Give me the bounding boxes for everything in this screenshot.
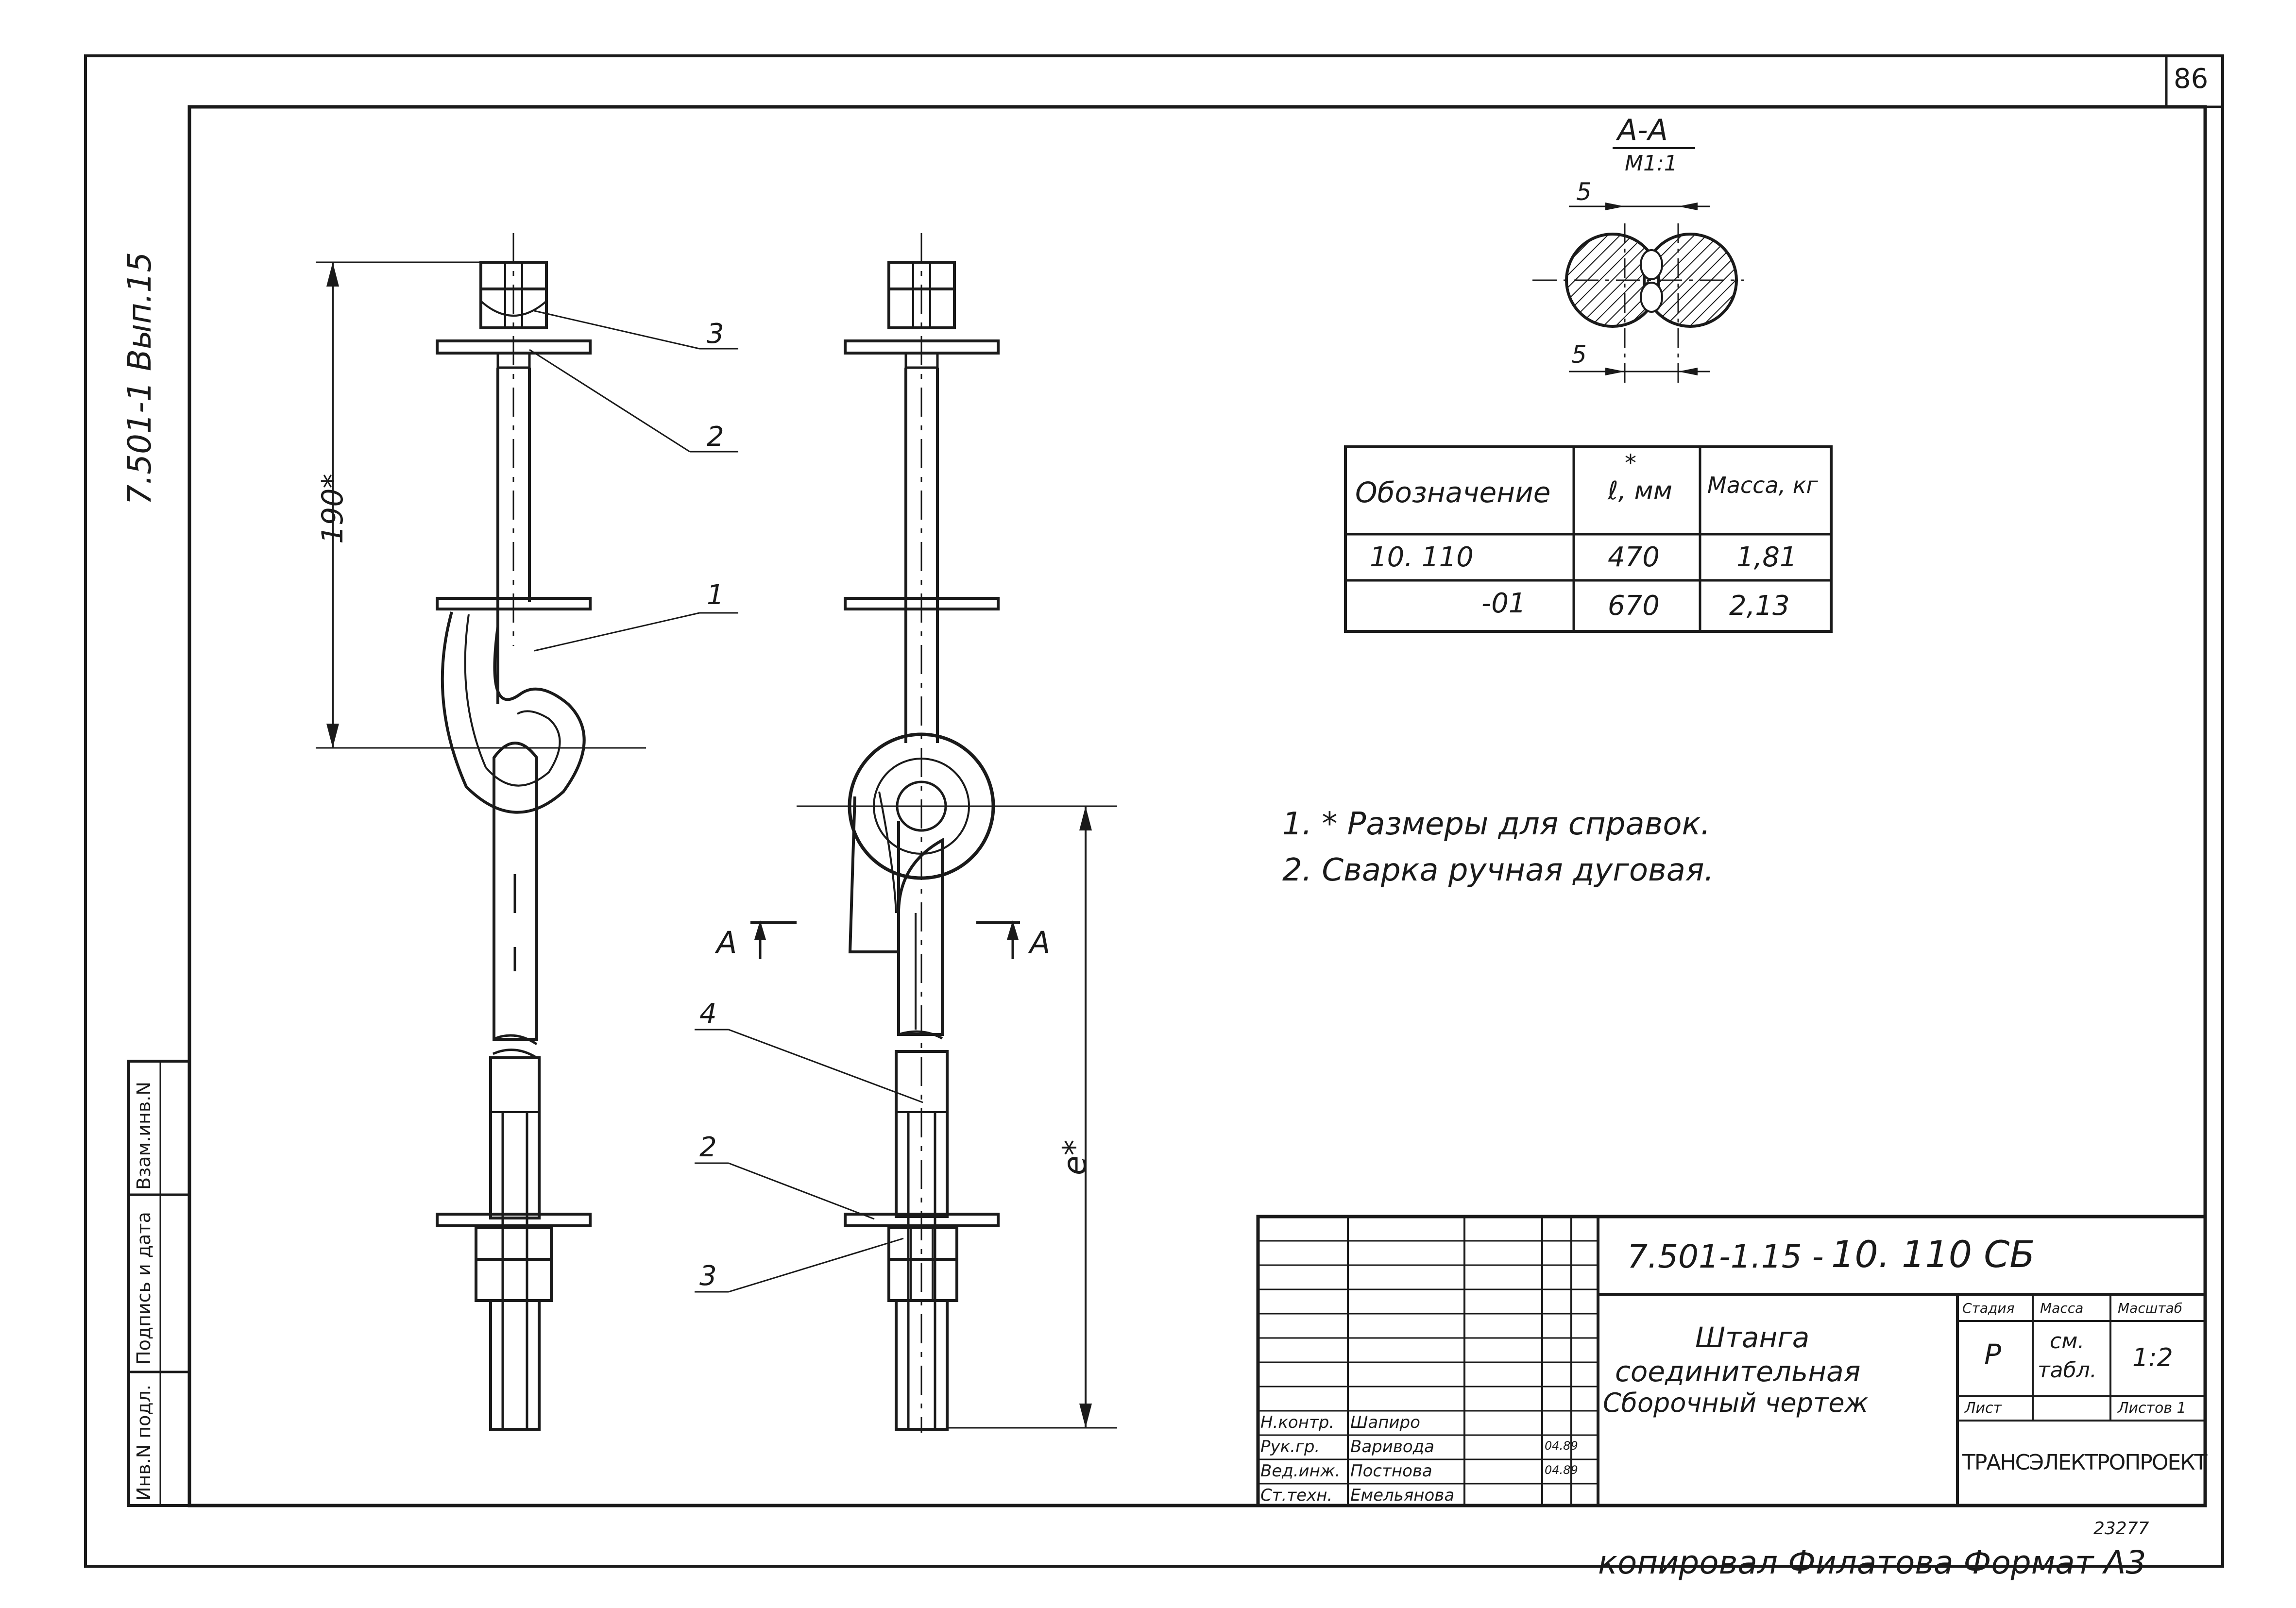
- sheet-label: Лист: [1965, 1400, 2002, 1417]
- section-mark-right: A: [1030, 925, 1051, 960]
- document-code: 7.501-1.15 -: [1627, 1238, 1824, 1275]
- role-group-lead: Рук.гр.: [1260, 1437, 1320, 1456]
- name-group-lead: Варивода: [1350, 1437, 1435, 1456]
- title-block-grid: [1256, 1215, 2207, 1507]
- section-title: A-A: [1617, 113, 1668, 147]
- series-label: 7.501-1 Вып.15: [121, 252, 158, 505]
- callout-4: 4: [699, 998, 717, 1030]
- table-header-mass: Масса, кг: [1707, 472, 1818, 498]
- dimension-190-label: 190*: [316, 474, 350, 544]
- side-stamp-replacement-no: Взам.инв.N: [133, 1082, 154, 1190]
- mass-value-line1: см.: [2050, 1329, 2085, 1354]
- table-header-designation: Обозначение: [1355, 476, 1551, 509]
- side-stamp-signature-date: Подпись и дата: [133, 1212, 154, 1365]
- right-leaders: [695, 1029, 923, 1293]
- section-scale: M1:1: [1625, 151, 1678, 176]
- product-name-line2: соединительная: [1615, 1355, 1861, 1388]
- role-norm-control: Н.контр.: [1260, 1413, 1335, 1432]
- role-lead-engineer: Вед.инж.: [1260, 1461, 1341, 1481]
- section-cut-marks: [750, 920, 1020, 959]
- date-group-lead: 04.89: [1545, 1439, 1578, 1453]
- page-number: 86: [2174, 63, 2209, 95]
- right-view: [844, 233, 1000, 1433]
- table-cell-length-1: 470: [1608, 542, 1660, 573]
- stage-label: Стадия: [1962, 1300, 2015, 1316]
- name-lead-engineer: Постнова: [1350, 1461, 1432, 1481]
- mass-value-line2: табл.: [2038, 1358, 2097, 1383]
- scale-value: 1:2: [2132, 1343, 2173, 1372]
- left-view: [436, 233, 592, 1431]
- name-norm-control: Шапиро: [1350, 1413, 1420, 1432]
- section-a-a: [1532, 147, 1744, 389]
- table-header-length: ℓ, мм: [1608, 476, 1672, 506]
- sheet-frame: [84, 54, 2224, 1568]
- table-cell-designation-1: 10. 110: [1370, 542, 1474, 573]
- name-senior-technician: Емельянова: [1350, 1486, 1455, 1505]
- document-number: 10. 110 СБ: [1831, 1233, 2035, 1276]
- spec-table-grid: [1344, 445, 1833, 633]
- callout-2-bottom: 2: [699, 1132, 717, 1163]
- callout-3-bottom: 3: [699, 1260, 717, 1292]
- archive-number: 23277: [2093, 1519, 2149, 1539]
- copied-by-note: копировал Филатова Формат А3: [1598, 1544, 2146, 1581]
- product-name-line1: Штанга: [1695, 1321, 1810, 1354]
- role-senior-technician: Ст.техн.: [1260, 1486, 1333, 1505]
- table-cell-mass-1: 1,81: [1736, 542, 1797, 573]
- organization-name: ТРАНСЭЛЕКТРОПРОЕКТ: [1962, 1450, 2207, 1475]
- dimension-l: [797, 805, 1117, 1429]
- date-lead-engineer: 04.89: [1545, 1463, 1578, 1477]
- drawing-type: Сборочный чертеж: [1603, 1388, 1869, 1418]
- note-1: 1. * Размеры для справок.: [1282, 806, 1711, 842]
- section-dim-top: 5: [1576, 178, 1592, 206]
- section-dim-bottom: 5: [1571, 340, 1587, 369]
- table-header-asterisk: *: [1625, 450, 1636, 477]
- callout-3-top: 3: [707, 318, 724, 350]
- callout-1: 1: [707, 579, 724, 611]
- note-2: 2. Сварка ручная дуговая.: [1282, 852, 1714, 888]
- callout-2-top: 2: [707, 421, 724, 453]
- side-stamp-original-no: Инв.N подл.: [133, 1385, 154, 1501]
- section-mark-left: A: [716, 925, 737, 960]
- sheets-label: Листов 1: [2118, 1400, 2186, 1417]
- table-cell-mass-2: 2,13: [1729, 590, 1790, 622]
- left-leaders: [529, 310, 738, 652]
- table-cell-designation-2: -01: [1481, 588, 1526, 619]
- mass-label: Масса: [2040, 1300, 2084, 1316]
- side-stamp-grid: [127, 1060, 191, 1507]
- dimension-l-label: e*: [1056, 1139, 1093, 1175]
- stage-value: Р: [1984, 1338, 2001, 1371]
- table-cell-length-2: 670: [1608, 590, 1660, 622]
- scale-label: Масштаб: [2118, 1300, 2183, 1316]
- dimension-190: [316, 261, 646, 749]
